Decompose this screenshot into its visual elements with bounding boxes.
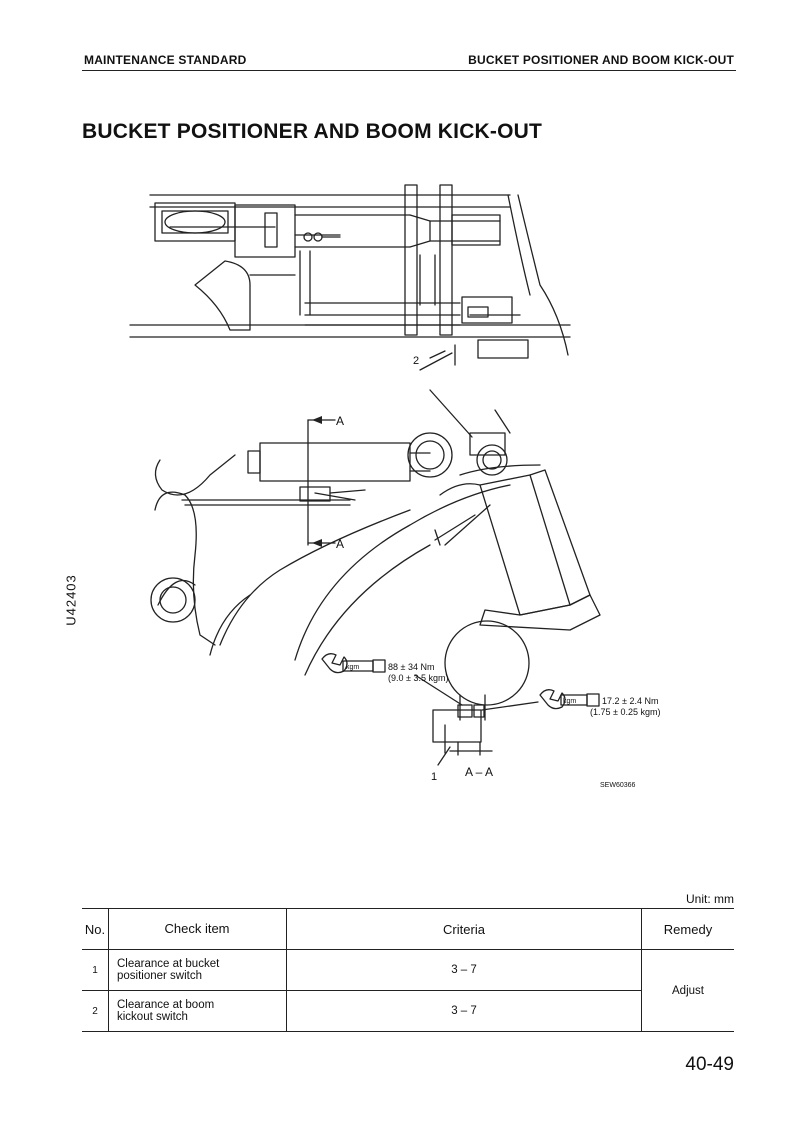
row-check-item: Clearance at bucket positioner switch	[108, 949, 287, 991]
row-remedy: Adjust	[641, 949, 734, 1032]
callout-1: 1	[431, 771, 437, 783]
torque-2-kgm: (1.75 ± 0.25 kgm)	[590, 707, 660, 717]
row-check-item-line1: Clearance at boom	[117, 999, 215, 1011]
col-header-criteria: Criteria	[286, 908, 642, 950]
table-header-row: No. Check item Criteria Remedy	[82, 908, 734, 950]
technical-drawing: 2 A A 1 A – A kgm 88 ± 34 Nm (9.0 ± 3.5 …	[129, 184, 660, 789]
section-marker-top: A	[336, 414, 344, 428]
col-header-no: No.	[82, 908, 109, 950]
torque-1-icon-label: kgm	[346, 664, 359, 671]
section-marker-bottom: A	[336, 537, 344, 551]
section-view-label: A – A	[465, 765, 493, 779]
torque-1-kgm: (9.0 ± 3.5 kgm)	[388, 673, 448, 683]
torque-2-icon-label: kgm	[563, 698, 576, 705]
section-view-a-a	[414, 620, 539, 766]
page-title: BUCKET POSITIONER AND BOOM KICK-OUT	[82, 120, 543, 143]
row-no: 1	[82, 949, 109, 991]
page-number: 40-49	[685, 1054, 734, 1075]
header-section-title: MAINTENANCE STANDARD	[84, 53, 247, 67]
top-view	[129, 184, 571, 371]
drawing-code: SEW60366	[600, 782, 636, 789]
maintenance-standard-table: No. Check item Criteria Remedy 1 Clearan…	[82, 908, 734, 1032]
row-check-item-line2: kickout switch	[117, 1011, 188, 1023]
callout-2: 2	[413, 355, 419, 367]
row-criteria: 3 – 7	[286, 990, 642, 1032]
header-chapter-title: BUCKET POSITIONER AND BOOM KICK-OUT	[468, 53, 734, 67]
unit-label: Unit: mm	[686, 892, 734, 906]
torque-2-nm: 17.2 ± 2.4 Nm	[602, 696, 658, 706]
torque-1-nm: 88 ± 34 Nm	[388, 662, 434, 672]
col-header-check-item: Check item	[108, 908, 287, 950]
row-criteria: 3 – 7	[286, 949, 642, 991]
table-row: 2 Clearance at boom kickout switch 3 – 7	[82, 990, 734, 1032]
side-view	[150, 389, 601, 676]
row-check-item: Clearance at boom kickout switch	[108, 990, 287, 1032]
torque-wrench-icon-1	[321, 653, 386, 674]
table-row: 1 Clearance at bucket positioner switch …	[82, 949, 734, 1032]
row-check-item-line2: positioner switch	[117, 970, 203, 982]
row-no: 2	[82, 990, 109, 1032]
header-rule	[82, 70, 736, 71]
side-document-code: U42403	[63, 574, 79, 626]
row-check-item-line1: Clearance at bucket	[117, 958, 220, 970]
col-header-remedy: Remedy	[641, 908, 734, 950]
torque-wrench-icon-2	[539, 689, 600, 710]
